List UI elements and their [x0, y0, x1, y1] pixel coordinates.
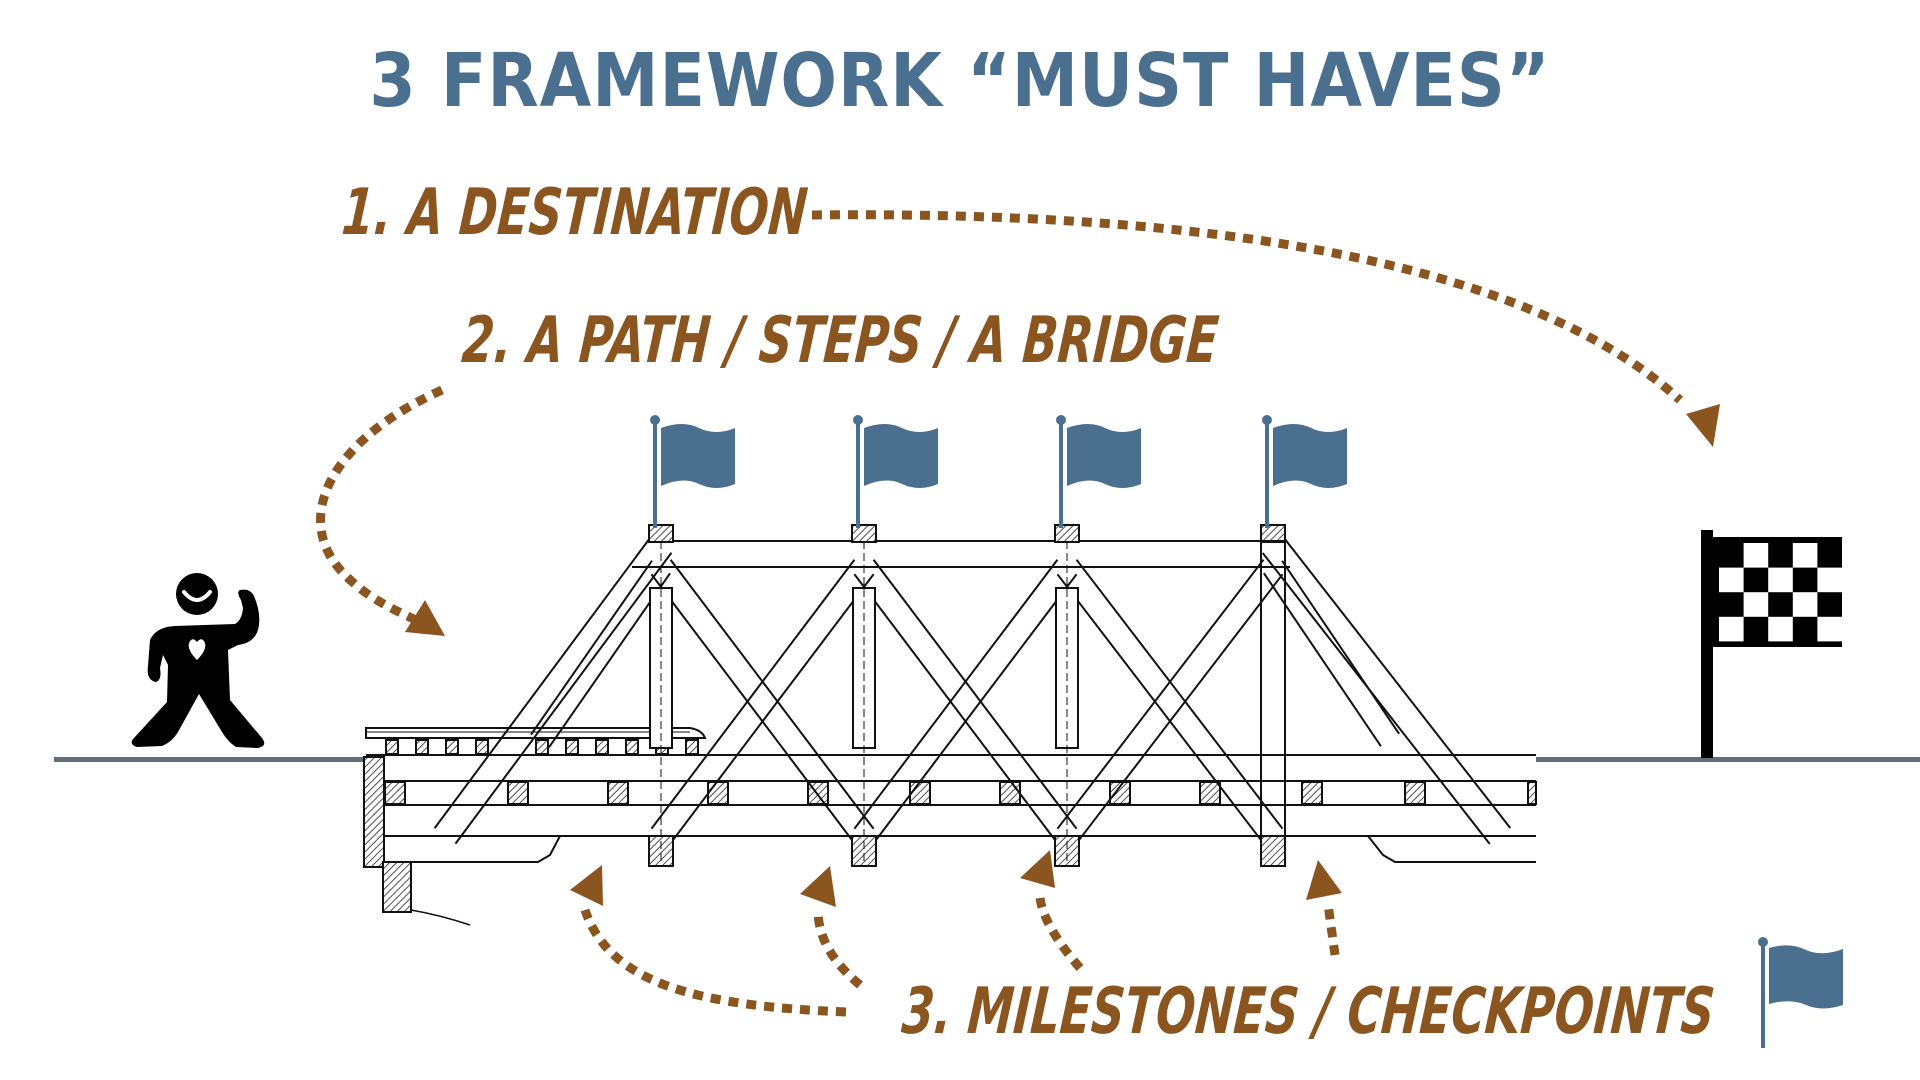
arrowhead-bridge	[405, 600, 445, 636]
checker-square	[1768, 567, 1793, 593]
checkered-flag-icon	[1701, 530, 1842, 758]
truss-member	[853, 573, 1059, 844]
flag-cloth	[1273, 424, 1347, 488]
flag-cloth	[1067, 424, 1141, 488]
truss-member	[669, 559, 875, 830]
flag-pole	[1265, 420, 1269, 528]
flag-icon	[1758, 937, 1843, 1048]
truss-member	[433, 536, 652, 829]
post-top-block	[1054, 524, 1080, 543]
checker-square	[1792, 543, 1818, 568]
truss-bridge-illustration	[363, 524, 1537, 926]
milestone-flag-icon	[1262, 415, 1347, 528]
person-flexing-icon	[131, 573, 265, 748]
flag-cloth	[864, 424, 938, 488]
arrowhead-milestone-4	[1306, 860, 1342, 900]
arrow-milestone-1	[580, 908, 847, 1017]
truss-member	[1056, 559, 1265, 830]
flag-pole	[1059, 420, 1063, 528]
milestone-flag-icon	[650, 415, 735, 528]
post-bottom-block	[851, 835, 877, 867]
post-top-block	[1260, 524, 1286, 543]
arrowhead-milestone-2	[800, 866, 836, 907]
checker-square	[1743, 543, 1769, 568]
arrows	[316, 210, 1684, 1017]
post-bottom-block	[648, 835, 674, 867]
arrowhead-milestone-1	[570, 865, 603, 906]
truss-member	[872, 573, 1078, 844]
truss-member	[1263, 572, 1382, 747]
flag-cloth	[661, 424, 735, 488]
milestone-flags	[650, 415, 1347, 528]
checker-square	[1743, 592, 1769, 617]
checker-square	[1817, 616, 1842, 642]
arrow-milestone-2	[813, 909, 863, 989]
post-top-block	[851, 524, 877, 543]
truss-member	[650, 573, 856, 844]
truss-member	[1075, 559, 1284, 830]
truss-member	[530, 560, 653, 736]
arrowheads	[405, 404, 1720, 907]
checker-square	[1817, 567, 1842, 593]
truss-member	[853, 559, 1059, 830]
flag-pole	[856, 420, 860, 528]
checker-square	[1792, 592, 1818, 617]
ground-line	[54, 757, 1920, 762]
arrow-destination	[811, 210, 1684, 404]
slide-title: 3 FRAMEWORK “MUST HAVES”	[369, 38, 1551, 124]
truss-member	[1281, 560, 1400, 735]
truss-member	[1056, 573, 1265, 844]
arrowhead-destination	[1686, 404, 1720, 447]
post-bottom-block	[1054, 835, 1080, 867]
truss-member	[1075, 573, 1284, 844]
post-top-block	[648, 524, 674, 543]
arrow-milestone-3	[1035, 897, 1084, 971]
flag-pole	[653, 420, 657, 528]
truss-member	[669, 573, 875, 844]
truss-member	[872, 559, 1078, 830]
arrowhead-milestone-3	[1020, 850, 1055, 888]
arrow-milestone-4	[1323, 902, 1340, 956]
truss-member	[650, 559, 856, 830]
vertical-post	[1260, 540, 1286, 837]
truss-member	[1282, 536, 1512, 829]
milestone-flag-icon	[853, 415, 938, 528]
checker-square	[1719, 567, 1744, 593]
post-bottom-block	[1260, 835, 1286, 867]
milestone-flag-icon	[1056, 415, 1141, 528]
truss-member	[454, 552, 673, 845]
checker-square	[1768, 616, 1793, 642]
arrow-bridge	[316, 385, 444, 627]
checker-square	[1719, 616, 1744, 642]
